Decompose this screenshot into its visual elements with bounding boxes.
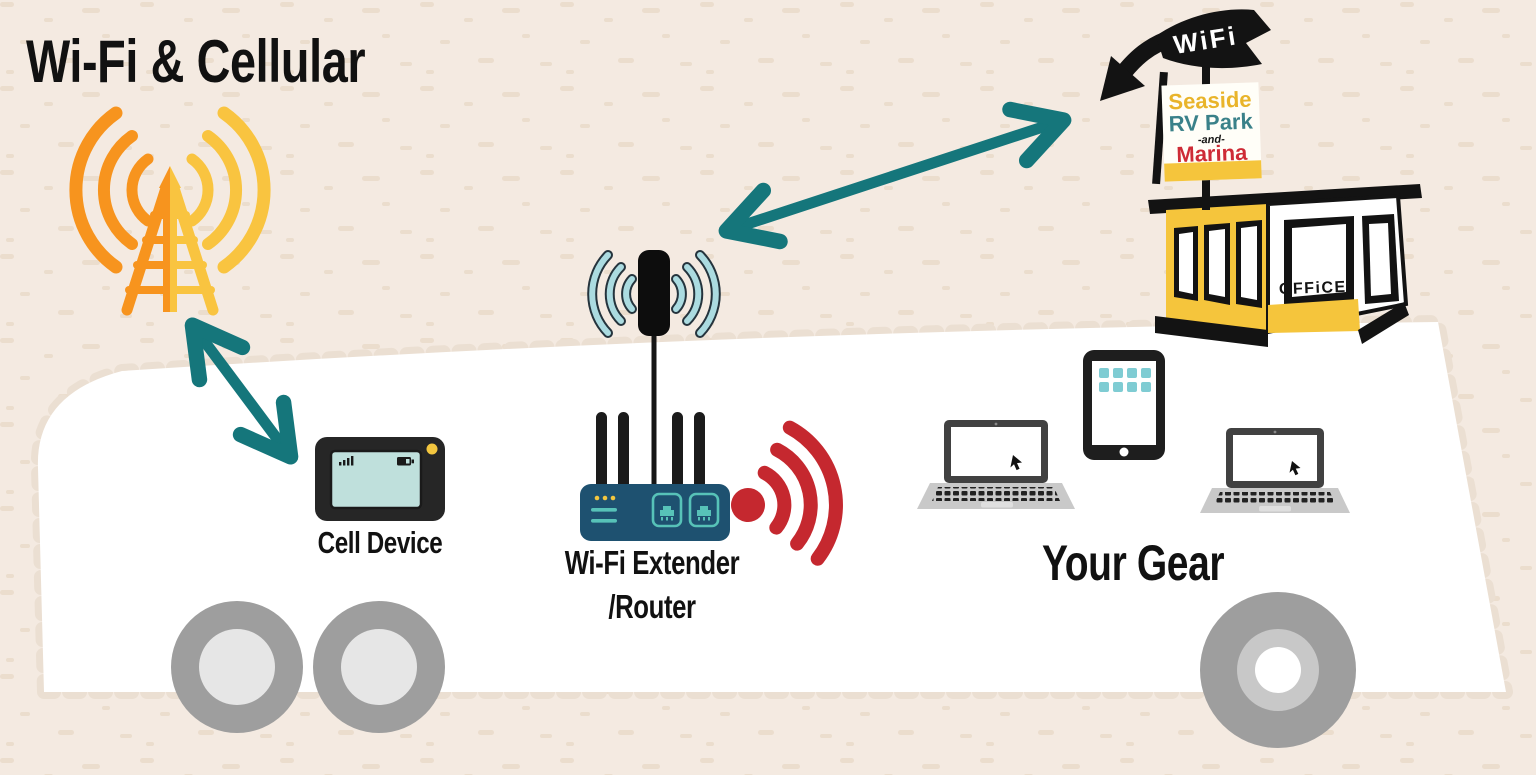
wifi-router-icon — [580, 412, 730, 541]
battery-icon — [397, 457, 414, 466]
sign-line-4: Marina — [1176, 140, 1249, 167]
laptop-icon — [1200, 428, 1350, 513]
park-office-building-icon: OFFiCE — [1148, 184, 1422, 347]
teal-double-arrow-icon — [184, 317, 299, 465]
extender-label-line2: /Router — [608, 587, 696, 625]
park-sign: Seaside RV Park -and- Marina — [1161, 82, 1262, 182]
app-grid-icon — [1099, 368, 1151, 392]
sign-line-1: Seaside — [1168, 87, 1252, 115]
extender-router-label: Wi-Fi Extender /Router — [558, 541, 745, 628]
page-title: Wi-Fi & Cellular — [26, 28, 366, 95]
rv-rear-wheel-icon — [1200, 592, 1356, 748]
cell-device-icon — [315, 437, 445, 521]
your-gear-label: Your Gear — [1042, 535, 1225, 591]
cursor-icon — [1010, 455, 1022, 471]
red-wifi-signal-icon — [731, 420, 843, 566]
teal-double-arrow-icon — [718, 101, 1072, 250]
sign-line-3: -and- — [1198, 133, 1226, 146]
laptop-icon — [917, 420, 1075, 509]
wifi-banner-arrow-icon: WiFi — [1100, 9, 1271, 101]
cell-tower-icon — [69, 106, 271, 316]
tablet-icon — [1083, 350, 1165, 460]
office-label: OFFiCE — [1279, 279, 1347, 298]
cursor-icon — [1289, 461, 1301, 476]
extender-label-line1: Wi-Fi Extender — [564, 544, 740, 581]
ethernet-port-icon — [651, 492, 683, 528]
roof-antenna-icon — [587, 250, 721, 490]
signal-bars-icon — [339, 456, 354, 466]
ethernet-port-icon — [688, 492, 720, 528]
sign-line-2: RV Park — [1168, 108, 1254, 136]
rv-wheel-icon — [171, 601, 445, 733]
home-button — [1119, 447, 1129, 457]
led-dot — [426, 443, 438, 455]
cell-device-label: Cell Device — [317, 525, 443, 560]
